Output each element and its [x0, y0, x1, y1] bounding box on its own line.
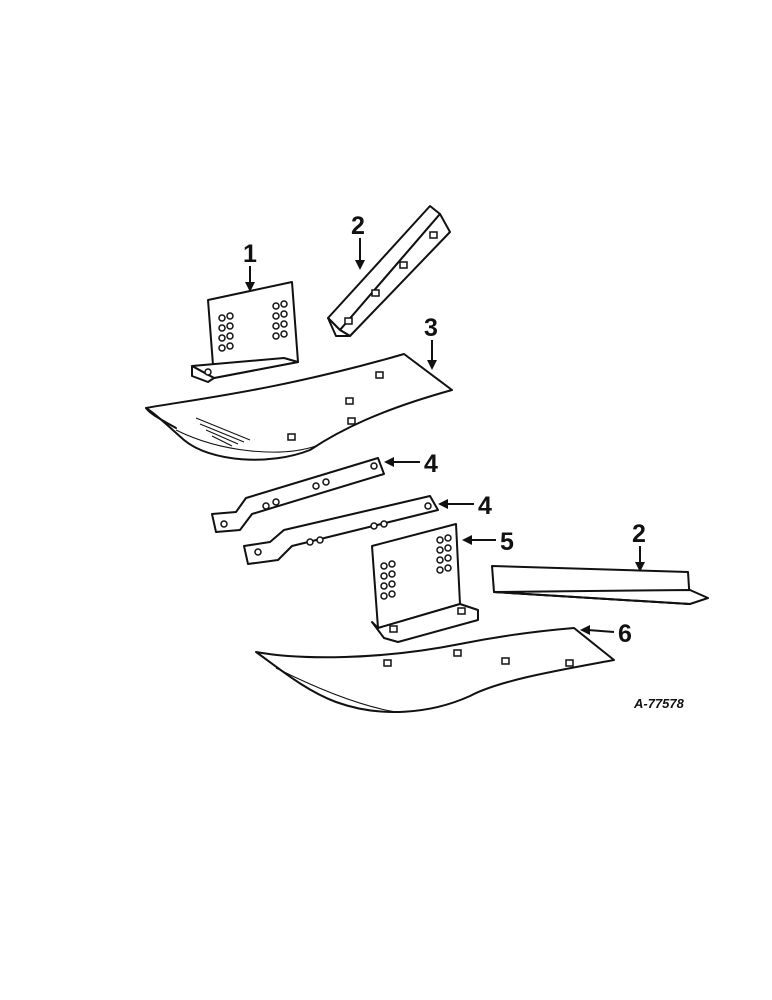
callout-4-lower: 4: [478, 492, 492, 520]
leader-lines: [245, 238, 645, 635]
callout-4-upper: 4: [424, 450, 438, 478]
callout-2-upper: 2: [351, 212, 365, 240]
callout-2-lower: 2: [632, 520, 646, 548]
part-2-upper-slots: [344, 231, 438, 325]
part-4-strap-upper: [211, 457, 385, 533]
part-2-angle-bar-lower: [491, 565, 709, 605]
callout-3: 3: [424, 314, 438, 342]
part-5-mounting-bracket: [371, 523, 479, 643]
part-5-bolt-holes: [380, 534, 466, 633]
part-3-runner-shoe: [145, 353, 453, 461]
callout-6: 6: [618, 620, 632, 648]
part-1-mounting-plate: [191, 281, 299, 383]
callout-1: 1: [243, 240, 257, 268]
figure-id: A-77578: [633, 696, 685, 711]
part-3-slots: [287, 371, 384, 441]
part-4-strap-lower: [243, 495, 439, 565]
part-1-bolt-holes: [204, 300, 288, 376]
part-6-slots: [383, 649, 574, 667]
callout-5: 5: [500, 528, 514, 556]
callout-labels: 1 2 3 4 4 5 2 6: [243, 212, 646, 648]
part-2-angle-bar-upper: [327, 205, 451, 337]
part-6-runner-shoe: [255, 627, 615, 714]
